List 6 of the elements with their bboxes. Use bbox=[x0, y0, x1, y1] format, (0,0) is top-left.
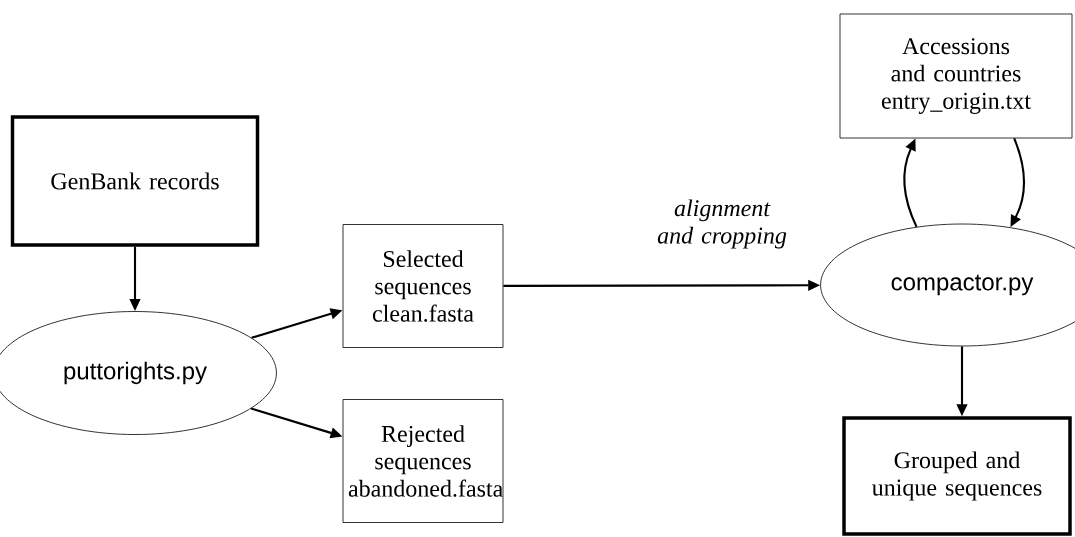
edge-label: alignment and cropping bbox=[650, 198, 794, 250]
process-box: Grouped and unique sequences bbox=[842, 416, 1072, 536]
process-box: Selected sequences clean.fasta bbox=[342, 224, 504, 348]
process-box: Accessions and countries entry_origin.txt bbox=[839, 13, 1073, 139]
process-box: GenBank records bbox=[10, 115, 260, 247]
process-box: Rejected sequences abandoned.fasta bbox=[342, 399, 504, 523]
